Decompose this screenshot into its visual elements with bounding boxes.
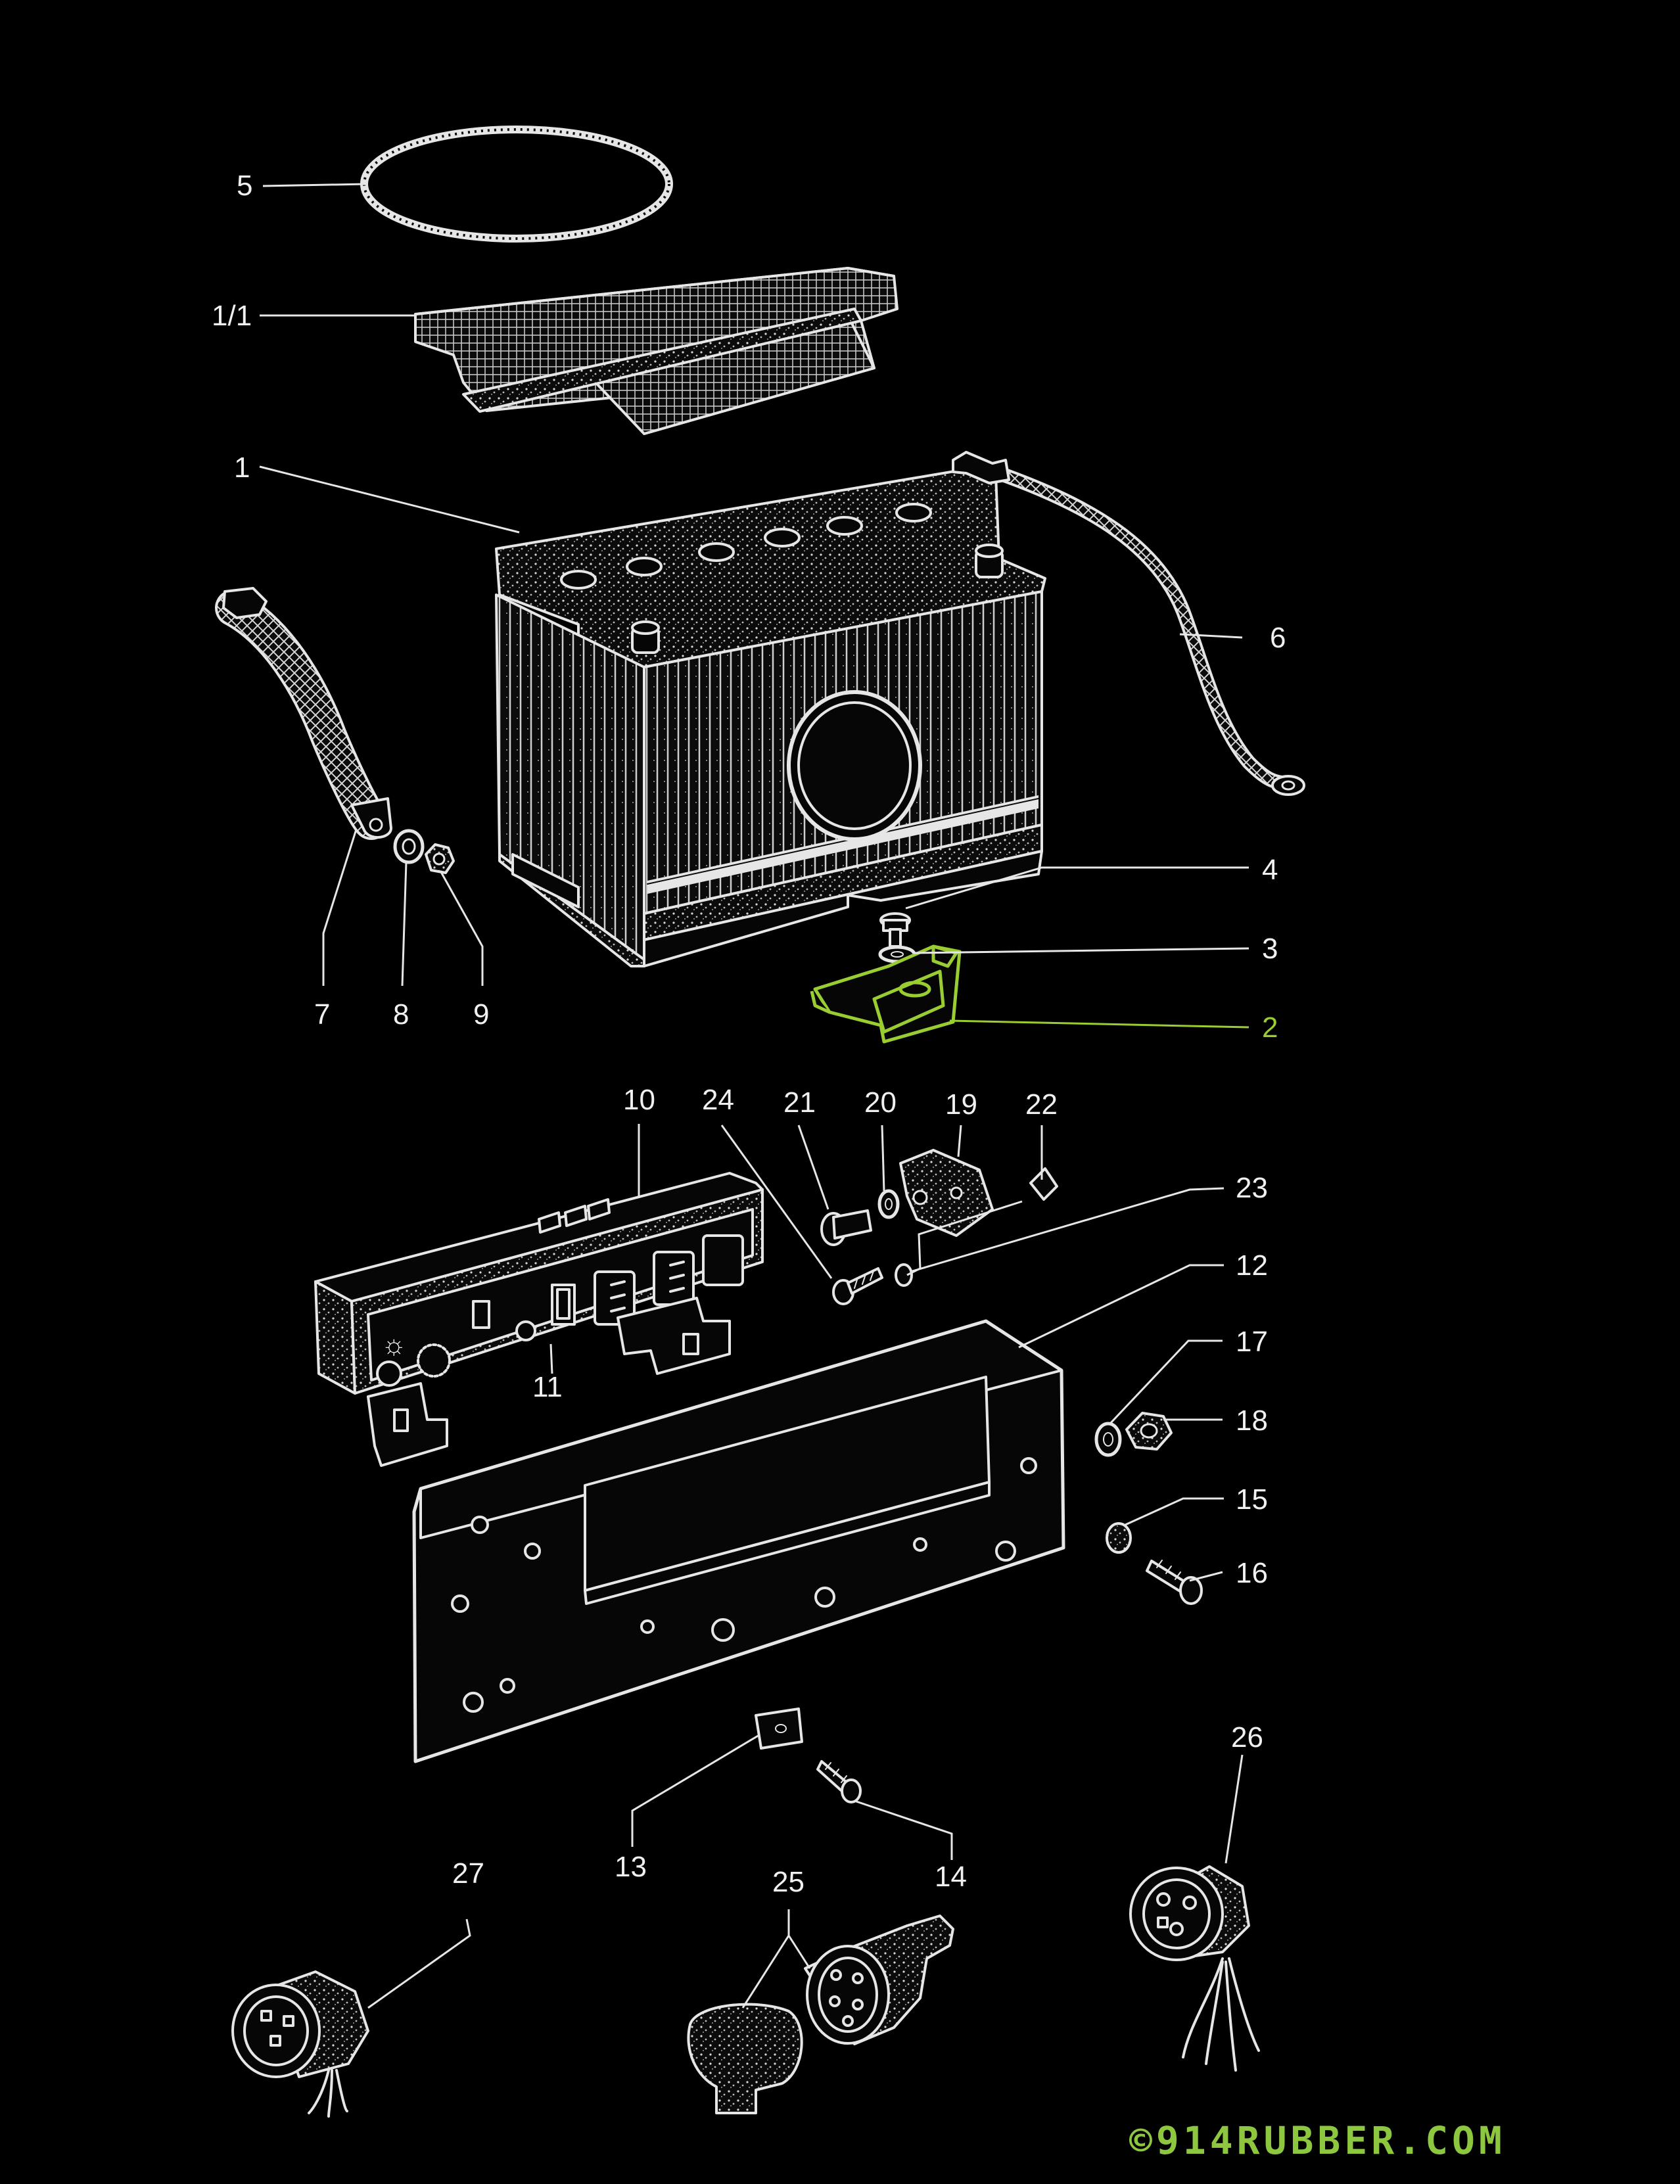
part-1-1-battery-cover [414, 267, 898, 435]
callout-20: 20 [864, 1086, 897, 1119]
callout-labels: 5 1/1 1 6 4 3 2 7 8 9 10 24 21 20 19 22 … [212, 170, 1286, 1898]
part-24-screw [832, 1267, 883, 1305]
part-10-switch-panel: ☼ [314, 1172, 764, 1467]
part-1-battery [495, 467, 1046, 967]
callout-16: 16 [1236, 1557, 1268, 1589]
callout-10: 10 [623, 1084, 655, 1116]
part-16-screw [1146, 1560, 1203, 1605]
part-15-grommet [1106, 1522, 1132, 1554]
part-27-connector [231, 1970, 369, 2118]
part-21-bolt [820, 1209, 872, 1246]
callout-2[interactable]: 2 [1262, 1011, 1278, 1044]
callout-19: 19 [945, 1088, 977, 1121]
watermark-logo: ©914RUBBER.COM [1129, 2118, 1506, 2163]
part-26-connector [1129, 1865, 1260, 2072]
callout-7: 7 [314, 998, 330, 1031]
part-18-nut [1125, 1412, 1173, 1451]
part-19-mounting-block [899, 1149, 994, 1237]
callout-11: 11 [532, 1371, 563, 1403]
callout-13: 13 [615, 1851, 647, 1883]
callout-18: 18 [1236, 1405, 1268, 1437]
part-6-ground-cable [952, 451, 1305, 796]
callout-8: 8 [393, 998, 409, 1031]
callout-6: 6 [1270, 622, 1286, 654]
watermark-text: ©914RUBBER.COM [1129, 2118, 1506, 2163]
part-7-ground-strap [215, 587, 392, 840]
callout-9: 9 [473, 998, 489, 1031]
callout-24: 24 [702, 1084, 734, 1116]
callout-4: 4 [1262, 854, 1278, 886]
part-5-seal-ring [360, 126, 673, 243]
callout-12: 12 [1236, 1249, 1268, 1282]
part-13-clip-nut [755, 1708, 803, 1750]
part-8-washer [393, 829, 425, 864]
callout-1-1: 1/1 [212, 300, 252, 332]
callout-25: 25 [772, 1866, 805, 1898]
callout-23: 23 [1236, 1172, 1268, 1204]
callout-27: 27 [452, 1857, 484, 1890]
part-9-nut [425, 843, 455, 874]
callout-14: 14 [935, 1861, 967, 1893]
callout-1: 1 [234, 452, 250, 484]
callout-17: 17 [1236, 1326, 1268, 1358]
part-20-washer [877, 1189, 900, 1219]
part-2-battery-clamp[interactable] [810, 944, 962, 1044]
part-17-washer [1094, 1422, 1122, 1457]
callout-15: 15 [1236, 1483, 1268, 1516]
battery-terminal-posts [631, 544, 1004, 654]
leader-lines [259, 183, 1249, 2009]
battery-cell-caps [560, 503, 932, 590]
panel-mounting-holes [451, 1457, 1037, 1713]
callout-5: 5 [237, 170, 252, 202]
part-12-dash-panel [412, 1319, 1065, 1763]
callout-3: 3 [1262, 933, 1278, 965]
part-4-bolt [879, 912, 911, 948]
switch-face-symbols: ☼ [376, 1234, 744, 1387]
callout-22: 22 [1025, 1088, 1058, 1121]
callout-26: 26 [1231, 1721, 1263, 1754]
part-14-screw [816, 1760, 862, 1803]
callout-21: 21 [783, 1086, 816, 1119]
battery-inspection-window [787, 690, 922, 841]
part-25-connector-pair [687, 1915, 954, 2114]
svg-text:☼: ☼ [381, 1329, 407, 1360]
part-23-washer [895, 1263, 913, 1287]
part-22-clip [1029, 1167, 1058, 1201]
